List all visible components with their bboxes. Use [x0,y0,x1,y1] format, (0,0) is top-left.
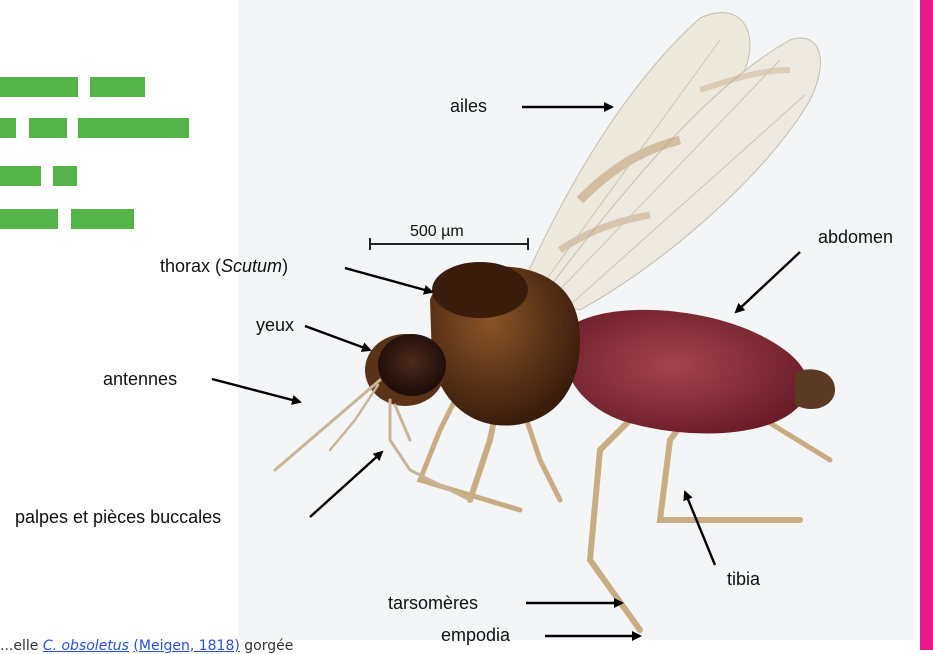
abdomen [563,310,808,434]
label-thorax-term: Scutum [221,256,282,276]
caption-authority-link[interactable]: (Meigen, 1818) [133,638,239,654]
label-abdomen: abdomen [818,227,893,247]
compound-eye [378,334,446,396]
label-empodia: empodia [441,625,510,645]
caption-species-link[interactable]: C. obsoletus [43,638,129,654]
caption-prefix: ...elle [0,638,43,654]
arrow-yeux [305,326,370,350]
arrow-thorax [345,268,432,292]
scale-bar-label: 500 µm [410,222,464,242]
label-wings: ailes [450,96,487,116]
label-eyes: yeux [256,315,294,335]
label-thorax-suffix: ) [282,256,288,276]
label-tibia: tibia [727,569,760,589]
label-antennae: antennes [103,369,177,389]
label-thorax-prefix: thorax ( [160,256,221,276]
arrow-abdomen [736,252,800,312]
caption-suffix: gorgée [240,638,294,654]
wings [520,13,820,310]
figure-caption: ...elle C. obsoletus (Meigen, 1818) gorg… [0,638,293,654]
arrow-tibia [685,492,715,565]
arrow-antennes [212,379,300,402]
label-mouthparts: palpes et pièces buccales [15,507,221,527]
label-thorax: thorax (Scutum) [160,256,288,276]
arrow-palpes [310,452,382,517]
label-tarsomeres: tarsomères [388,593,478,613]
